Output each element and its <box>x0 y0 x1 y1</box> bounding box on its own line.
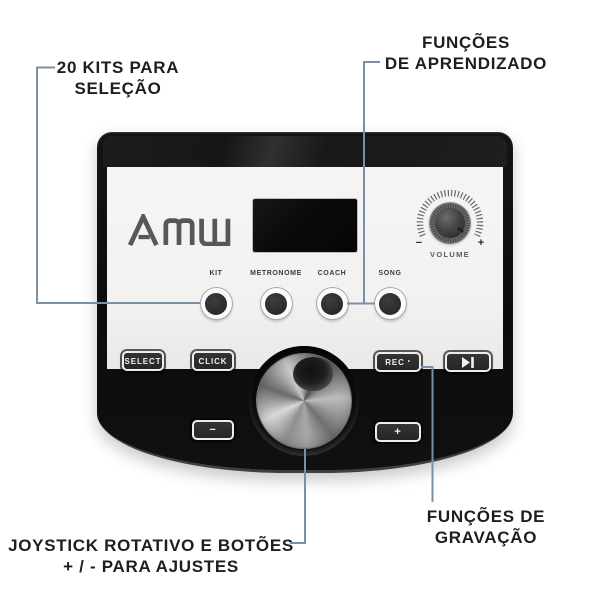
recording-callout-line1: FUNÇÕES DE <box>426 507 546 526</box>
volume-knob[interactable] <box>430 203 470 243</box>
recording-callout-line2: GRAVAÇÃO <box>434 528 538 547</box>
drum-module: − + VOLUME KIT METRONOME COACH SONG SELE… <box>97 132 513 473</box>
kits-callout-line2: SELEÇÃO <box>74 79 162 98</box>
coach-button-cap <box>321 292 343 315</box>
learning-callout-text: FUNÇÕES DE APRENDIZADO <box>376 32 556 74</box>
rec-dot-icon: • <box>407 359 411 365</box>
joystick-callout-line2: + / - PARA AJUSTES <box>63 557 239 576</box>
metronome-button-label: METRONOME <box>250 270 302 277</box>
rec-button-label: REC <box>385 357 405 367</box>
device-top-strip <box>103 136 507 167</box>
volume-knob-cap <box>435 208 465 238</box>
volume-label: VOLUME <box>430 250 470 259</box>
kits-callout-line1: 20 KITS PARA <box>56 58 180 77</box>
learning-callout-line2: DE APRENDIZADO <box>384 54 548 73</box>
coach-button-label: COACH <box>317 270 347 277</box>
click-button[interactable]: CLICK <box>192 351 234 371</box>
amw-logo <box>127 214 231 246</box>
rec-button[interactable]: REC • <box>375 352 421 372</box>
device-white-panel: − + VOLUME KIT METRONOME COACH SONG <box>107 167 503 369</box>
metronome-button-cap <box>265 292 287 315</box>
kit-button-label: KIT <box>209 270 223 277</box>
jog-wheel-well <box>249 346 359 456</box>
metronome-button[interactable] <box>260 288 292 319</box>
kit-button-cap <box>205 292 227 315</box>
lcd-display <box>253 199 357 252</box>
plus-button[interactable]: + <box>375 422 421 442</box>
select-button[interactable]: SELECT <box>122 351 164 371</box>
volume-max-symbol: + <box>477 237 485 249</box>
joystick-callout-text: JOYSTICK ROTATIVO E BOTÕES + / - PARA AJ… <box>1 535 301 577</box>
learning-callout-line1: FUNÇÕES <box>421 33 511 52</box>
recording-callout-text: FUNÇÕES DE GRAVAÇÃO <box>396 506 576 548</box>
minus-button[interactable]: − <box>192 420 234 440</box>
skip-to-end-icon <box>461 356 474 368</box>
song-button-label: SONG <box>378 270 402 277</box>
volume-min-symbol: − <box>415 237 423 249</box>
coach-button[interactable] <box>316 288 348 319</box>
kits-callout-text: 20 KITS PARA SELEÇÃO <box>30 57 206 99</box>
skip-button[interactable] <box>445 352 491 372</box>
jog-wheel-dimple <box>293 357 333 391</box>
jog-wheel[interactable] <box>257 354 351 448</box>
song-button-cap <box>379 292 401 315</box>
kit-button[interactable] <box>200 288 232 319</box>
joystick-callout-line1: JOYSTICK ROTATIVO E BOTÕES <box>8 536 294 555</box>
volume-tick-arc <box>416 189 484 238</box>
song-button[interactable] <box>374 288 406 319</box>
